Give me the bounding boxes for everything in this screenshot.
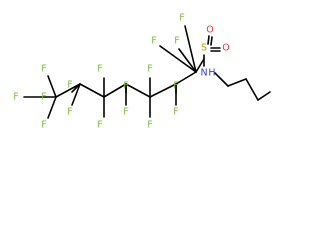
butyl-bond <box>245 78 259 101</box>
fluorine-atom-label: F <box>41 92 46 103</box>
fluorine-atom-label: F <box>41 64 46 75</box>
fluorine-atom-label: F <box>123 107 128 118</box>
fluorine-atom-label: F <box>173 107 178 118</box>
fluorine-atom-label: F <box>123 81 128 92</box>
oxygen-atom-label: O <box>222 43 229 54</box>
chain-bond <box>149 83 177 98</box>
butyl-bond <box>257 91 271 101</box>
fluorine-atom-label: F <box>97 64 102 75</box>
carbon-fluorine-bond <box>47 75 57 98</box>
carbon-fluorine-bond <box>178 48 197 73</box>
carbon-fluorine-bond <box>71 83 81 106</box>
chain-bond <box>175 71 197 85</box>
chain-bond <box>55 83 81 98</box>
fluorine-atom-label: F <box>174 36 179 47</box>
sulfur-atom-label: S <box>201 43 207 54</box>
fluorine-atom-label: F <box>97 120 102 131</box>
fluorine-atom-label: F <box>179 13 184 24</box>
fluorine-atom-label: F <box>173 81 178 92</box>
fluorine-atom-label: F <box>67 80 72 91</box>
butyl-bond <box>227 78 247 87</box>
nitrogen-atom-label: N <box>200 68 207 79</box>
fluorine-atom-label: F <box>147 120 152 131</box>
hydrogen-atom-label: H <box>208 68 215 79</box>
chain-bond <box>79 83 105 98</box>
butyl-bond <box>214 72 229 87</box>
carbon-fluorine-bond <box>47 96 57 119</box>
sulfur-oxygen-double-bond <box>207 35 210 45</box>
chain-bond <box>195 58 205 73</box>
chain-bond <box>103 83 127 98</box>
chain-bond <box>125 83 151 98</box>
carbon-fluorine-bond <box>159 45 197 73</box>
sulfur-oxygen-double-bond <box>210 36 213 46</box>
carbon-fluorine-bond <box>184 25 197 73</box>
fluorine-atom-label: F <box>147 64 152 75</box>
fluorine-atom-label: F <box>151 36 156 47</box>
fluorine-atom-label: F <box>41 120 46 131</box>
oxygen-atom-label: O <box>206 25 213 36</box>
fluorine-atom-label: F <box>67 107 72 118</box>
bond-layer <box>23 25 271 119</box>
fluorine-atom-label: F <box>13 92 18 103</box>
